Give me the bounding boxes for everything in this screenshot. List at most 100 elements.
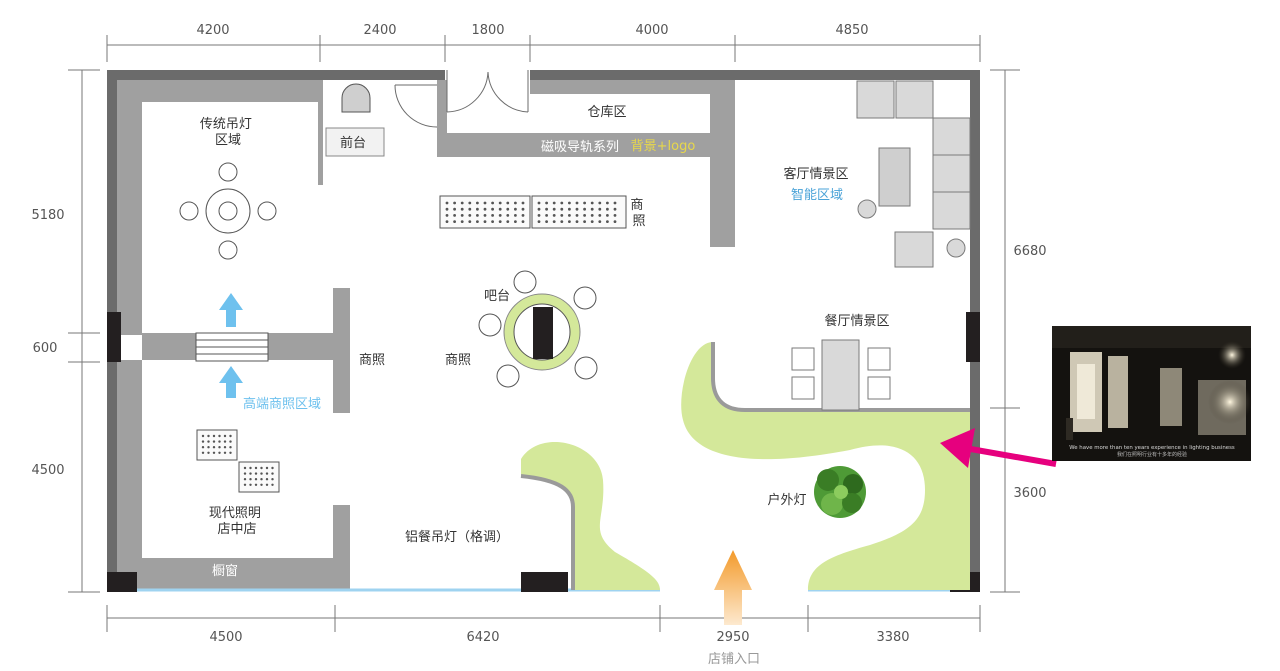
panel-dot [229, 451, 232, 454]
label-dining-room: 餐厅情景区 [824, 313, 889, 329]
panel-dot [212, 451, 216, 454]
label-backdrop-logo: 背景+logo [631, 139, 696, 154]
panel-dot [498, 220, 502, 224]
entrance-arrow [714, 550, 752, 625]
chandelier-symbol [179, 162, 277, 260]
panel-dot [265, 472, 269, 475]
panel-dot [468, 220, 472, 224]
panel-dot [223, 451, 227, 454]
panel-dot [212, 440, 216, 443]
panel-dot [445, 214, 449, 217]
panel-dot [521, 214, 525, 217]
panel-dot [271, 472, 274, 475]
showroom-photo: We have more than ten years experience i… [1052, 326, 1252, 461]
dim-top-1: 4200 [196, 23, 229, 38]
panel-dot [249, 472, 252, 475]
panel-dot [265, 466, 269, 470]
panel-dot [445, 220, 449, 224]
living-room-furniture [856, 80, 971, 268]
panel-dot [212, 434, 216, 438]
panel-dot [575, 214, 579, 217]
panel-dot [476, 201, 479, 205]
panel-dot [613, 201, 617, 205]
dim-top-5: 4850 [835, 23, 868, 38]
panel-dot [545, 201, 548, 205]
panel-dot [606, 201, 609, 205]
stair-steps [195, 332, 269, 362]
tree-icon [814, 466, 866, 518]
panel-dot [260, 483, 263, 486]
panel-dot [207, 446, 210, 449]
panel-dot [271, 483, 274, 486]
panel-dot [468, 207, 472, 211]
panel-dot [598, 220, 602, 224]
panel-dot [460, 220, 464, 224]
panel-dot [491, 214, 494, 217]
panel-dot [271, 466, 274, 470]
panel-dot [218, 440, 221, 443]
label-reception: 前台 [340, 135, 366, 151]
panel-dot [453, 214, 456, 217]
panel-dot [590, 220, 594, 224]
panel-dot [560, 214, 564, 217]
panel-dot [491, 207, 494, 211]
panel-dot [575, 207, 579, 211]
panel-dot [229, 440, 232, 443]
panel-dot [260, 466, 263, 470]
panel-dot [506, 207, 510, 211]
panel-dot [218, 451, 221, 454]
panel-dot [223, 434, 227, 438]
panel-dot [552, 220, 556, 224]
panel-dot [537, 207, 541, 211]
panel-dot [552, 207, 556, 211]
panel-dot [537, 214, 541, 217]
panel-dot [598, 201, 602, 205]
panel-dot [483, 220, 487, 224]
panel-dot [498, 201, 502, 205]
panel-dot [260, 472, 263, 475]
reception-desk [325, 127, 385, 157]
panel-dot [468, 214, 472, 217]
panel-dot [583, 220, 586, 224]
panel-dot [491, 220, 494, 224]
panel-dot [537, 201, 541, 205]
panel-dot [583, 214, 586, 217]
panel-dot [568, 220, 571, 224]
panel-dot [207, 434, 210, 438]
label-window: 橱窗 [212, 563, 238, 579]
panel-dot [498, 207, 502, 211]
photo-caption-en: We have more than ten years experience i… [1069, 445, 1235, 451]
dim-top-3: 1800 [471, 23, 504, 38]
panel-dot [491, 201, 494, 205]
panel-dot [453, 207, 456, 211]
panel-dot [265, 478, 269, 481]
pointer-arrow [940, 428, 1057, 468]
dim-bottom-4: 3380 [876, 630, 909, 645]
panel-dot [606, 207, 609, 211]
reception-chair [341, 83, 371, 113]
panel-dot [545, 220, 548, 224]
panel-dot [514, 207, 517, 211]
panel-dot [218, 446, 221, 449]
panel-dot [545, 214, 548, 217]
panel-dot [598, 207, 602, 211]
blue-arrows [219, 293, 243, 398]
panel-dot [260, 478, 263, 481]
panel-dot [537, 220, 541, 224]
panel-dot [271, 478, 274, 481]
panel-dot [568, 201, 571, 205]
door-reception [394, 84, 438, 128]
display-dots [445, 201, 617, 224]
panel-dot [201, 451, 205, 454]
panel-dot [590, 201, 594, 205]
panel-dot [201, 434, 205, 438]
panel-dot [590, 207, 594, 211]
panel-dot [254, 466, 258, 470]
panel-dot [201, 440, 205, 443]
panel-dot [460, 207, 464, 211]
panel-dot [568, 207, 571, 211]
dim-bottom-1: 4500 [209, 630, 242, 645]
panel-dot [207, 451, 210, 454]
panel-dot [521, 207, 525, 211]
